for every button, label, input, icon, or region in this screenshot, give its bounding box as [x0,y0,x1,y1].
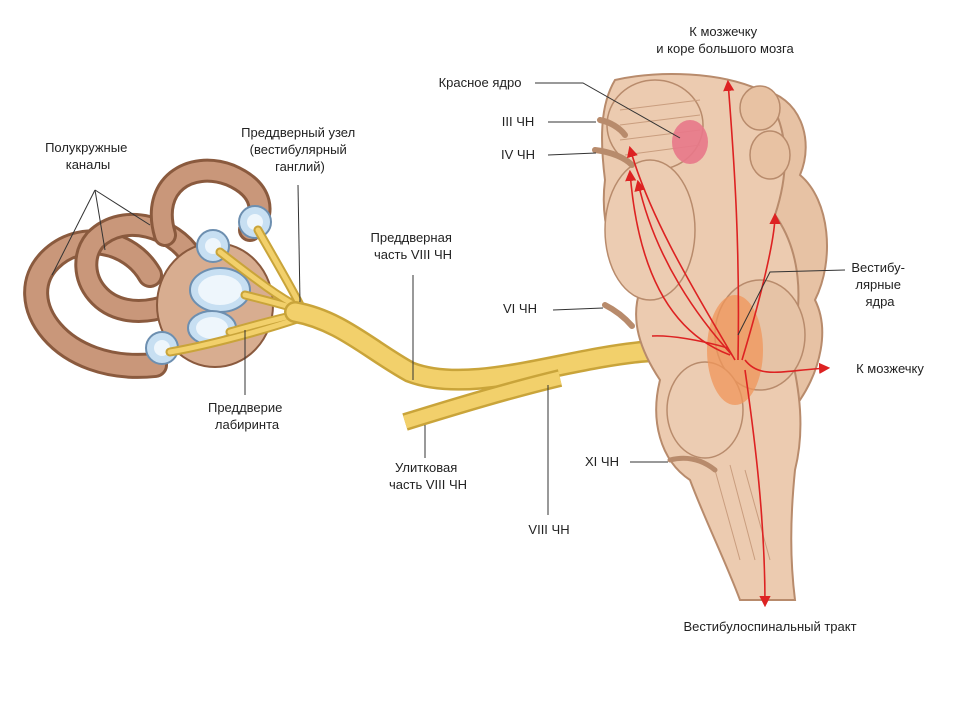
label-vestibular-nuclei: Вестибу- лярные ядра [851,260,908,309]
label-vestibular-ganglion: Преддверный узел (вестибулярный ганглий) [241,125,359,174]
label-vestibular-part: Преддверная часть VIII ЧН [371,230,456,262]
label-cn-vi: VI ЧН [503,301,537,316]
vestibular-pathways [625,79,831,608]
label-cn-xi: XI ЧН [585,454,619,469]
label-red-nucleus: Красное ядро [439,75,522,90]
labels: Полукружные каналы Преддверный узел (вес… [45,24,924,634]
label-vestibulospinal-tract: Вестибулоспинальный тракт [683,619,856,634]
label-nerve-viii: VIII ЧН [528,522,569,537]
label-cn-iv: IV ЧН [501,147,535,162]
leader-lines [51,82,846,515]
brainstem-illustration [592,73,828,601]
label-to-cerebellum-cortex: К мозжечку и коре большого мозга [656,24,794,56]
label-cn-iii: III ЧН [502,114,535,129]
label-cochlear-part: Улитковая часть VIII ЧН [389,460,467,492]
label-to-cerebellum: К мозжечку [856,361,924,376]
label-semicircular-canals: Полукружные каналы [45,140,131,172]
vestibulocochlear-nerve [165,225,746,431]
label-vestibule: Преддверие лабиринта [208,400,286,432]
